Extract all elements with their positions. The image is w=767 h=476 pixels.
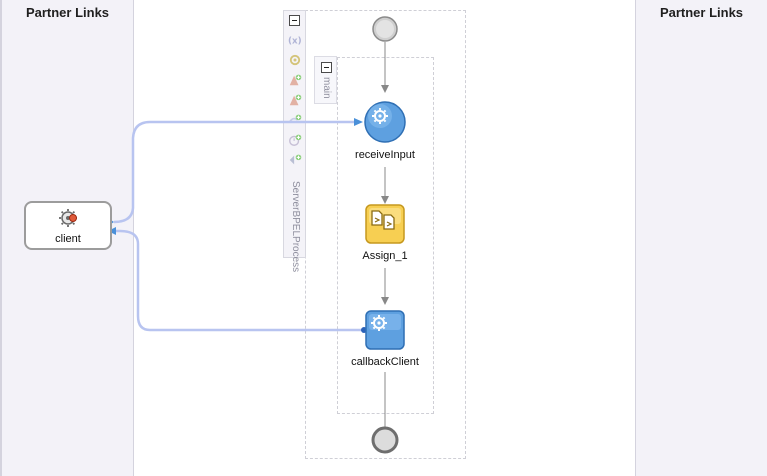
event-handler-icon[interactable] <box>288 153 302 167</box>
variables-icon[interactable]: (x) <box>288 33 302 47</box>
collapse-process-button[interactable] <box>289 15 300 26</box>
receive-input-label: receiveInput <box>355 149 415 161</box>
callback-client-label: callbackClient <box>351 356 419 368</box>
left-lane-title: Partner Links <box>25 5 110 20</box>
correlation-sets-icon[interactable] <box>288 53 302 67</box>
start-node-highlight <box>376 20 394 38</box>
process-name-label: ServerBPELProcess <box>290 181 301 273</box>
wire-client-to-receive[interactable] <box>113 120 354 224</box>
right-partner-links-lane: Partner Links <box>635 0 767 476</box>
catch-icon[interactable] <box>288 93 302 107</box>
catch-all-icon[interactable] <box>288 73 302 87</box>
gear-icon <box>372 108 388 124</box>
client-partner-link[interactable]: client <box>24 201 112 250</box>
wire-arrowhead-receive <box>354 118 363 126</box>
assign-icon <box>371 210 395 230</box>
gear-icon <box>371 315 387 331</box>
process-toolbar: (x) ServerBPELProcess <box>283 10 306 273</box>
svg-text:(x): (x) <box>288 37 302 47</box>
wire-arrowhead-client <box>108 227 116 235</box>
client-label: client <box>55 233 81 245</box>
timer-icon[interactable] <box>288 133 302 147</box>
assign-label: Assign_1 <box>362 250 408 262</box>
wire-callback-to-client[interactable] <box>116 229 364 332</box>
main-scope-label: main <box>321 77 332 99</box>
main-scope-tab: main <box>314 56 337 104</box>
collapse-main-scope-button[interactable] <box>321 62 332 73</box>
service-gear-icon <box>59 209 77 227</box>
end-node[interactable] <box>371 426 399 454</box>
right-lane-title: Partner Links <box>659 5 744 20</box>
